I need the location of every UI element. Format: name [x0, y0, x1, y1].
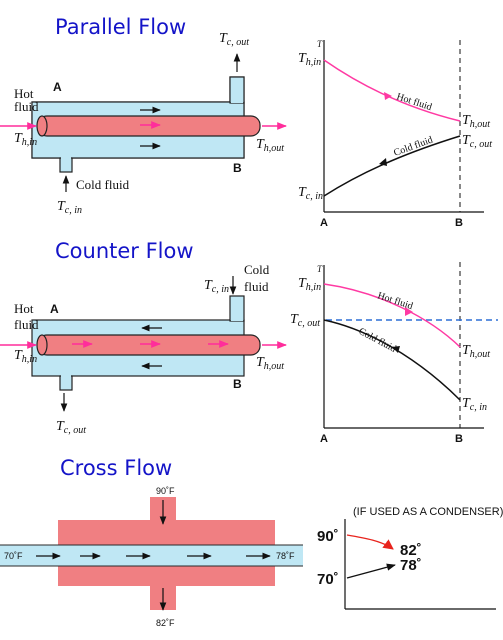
parallel-outlet-nozzle [229, 76, 245, 104]
counter-temperature-graph: T Th,in Tc, out Th,out Tc, in Hot fluid … [290, 262, 498, 445]
counter-graph-th-in: Th,in [298, 276, 321, 293]
cross-graph-cold-out: 78˚ [400, 557, 422, 574]
cross-right-temp: 78˚F [276, 551, 295, 561]
counter-graph-t-axis: T [317, 264, 323, 274]
parallel-graph-cold-label: Cold fluid [392, 135, 434, 159]
parallel-hot-curve [323, 59, 461, 122]
cross-graph-hot-arrow [346, 534, 394, 550]
counter-graph-b: B [455, 433, 463, 445]
counter-graph-tc-out: Tc, out [290, 312, 320, 329]
counter-graph-a: A [320, 433, 328, 445]
cross-flow-title: Cross Flow [60, 456, 172, 480]
counter-cold-label: Cold [244, 262, 270, 277]
counter-tc-in: Tc, in [204, 278, 229, 295]
parallel-th-out: Th,out [256, 137, 284, 154]
cross-left-temp: 70˚F [4, 551, 23, 561]
counter-outlet-nozzle [59, 375, 73, 391]
counter-hot-label-2: fluid [14, 317, 39, 332]
parallel-graph-hot-label: Hot fluid [395, 91, 433, 113]
counter-th-out: Th,out [256, 355, 284, 372]
counter-graph-th-out: Th,out [462, 343, 490, 360]
cross-top-temp: 90˚F [156, 486, 175, 496]
parallel-hot-tube [37, 115, 261, 137]
parallel-cold-fluid-label: Cold fluid [76, 177, 130, 192]
cross-graph-cold-in: 70˚ [317, 571, 339, 588]
cross-condenser-graph: (IF USED AS A CONDENSER) 90˚ 70˚ 82˚ 78˚ [317, 506, 503, 610]
counter-inlet-nozzle [229, 295, 245, 322]
cross-graph-hot-in: 90˚ [317, 528, 339, 545]
parallel-tc-in: Tc, in [57, 199, 82, 216]
counter-hot-tube [37, 334, 261, 356]
parallel-hot-label: Hot [14, 86, 34, 101]
parallel-inlet-nozzle [59, 157, 73, 173]
parallel-cold-curve [323, 135, 461, 197]
counter-graph-hot-label: Hot fluid [376, 290, 414, 312]
parallel-flow-section: Parallel Flow Hot fluid A B Th,in Th,out… [0, 15, 492, 229]
cross-graph-cold-arrow [346, 563, 396, 579]
counter-th-in: Th,in [14, 348, 37, 365]
parallel-hot-label-2: fluid [14, 99, 39, 114]
parallel-th-in: Th,in [14, 131, 37, 148]
parallel-flow-title: Parallel Flow [55, 15, 186, 39]
counter-point-a: A [50, 302, 59, 316]
counter-hot-curve [323, 283, 461, 348]
counter-point-b: B [233, 377, 242, 391]
cross-cold-tube [0, 545, 303, 566]
parallel-graph-tc-in: Tc, in [298, 185, 323, 202]
cross-flow-section: Cross Flow 90˚F 82˚F 70˚F 78˚F (IF USED … [0, 456, 503, 628]
counter-graph-cold-label: Cold fluid [357, 326, 398, 355]
counter-hot-label: Hot [14, 301, 34, 316]
parallel-temperature-graph: T Th,in Th,out Tc, out Tc, in Hot fluid … [298, 39, 492, 229]
cross-graph-hot-out: 82˚ [400, 542, 422, 559]
parallel-graph-b: B [455, 217, 463, 229]
parallel-point-a: A [53, 80, 62, 94]
cross-bottom-temp: 82˚F [156, 618, 175, 628]
parallel-point-b: B [233, 161, 242, 175]
parallel-graph-th-out: Th,out [462, 113, 490, 130]
counter-graph-tc-in: Tc, in [462, 396, 487, 413]
parallel-graph-th-in: Th,in [298, 51, 321, 68]
parallel-graph-t-axis: T [317, 39, 323, 49]
counter-cold-curve [323, 319, 461, 401]
parallel-graph-tc-out: Tc, out [462, 133, 492, 150]
counter-flow-title: Counter Flow [55, 239, 194, 263]
counter-tc-out: Tc, out [56, 419, 86, 436]
parallel-graph-a: A [320, 217, 328, 229]
cross-graph-header: (IF USED AS A CONDENSER) [353, 506, 503, 518]
counter-cold-label-2: fluid [244, 279, 269, 294]
counter-flow-section: Counter Flow Hot fluid A B Cold fluid Th… [0, 239, 498, 445]
parallel-tc-out: Tc, out [219, 31, 249, 48]
